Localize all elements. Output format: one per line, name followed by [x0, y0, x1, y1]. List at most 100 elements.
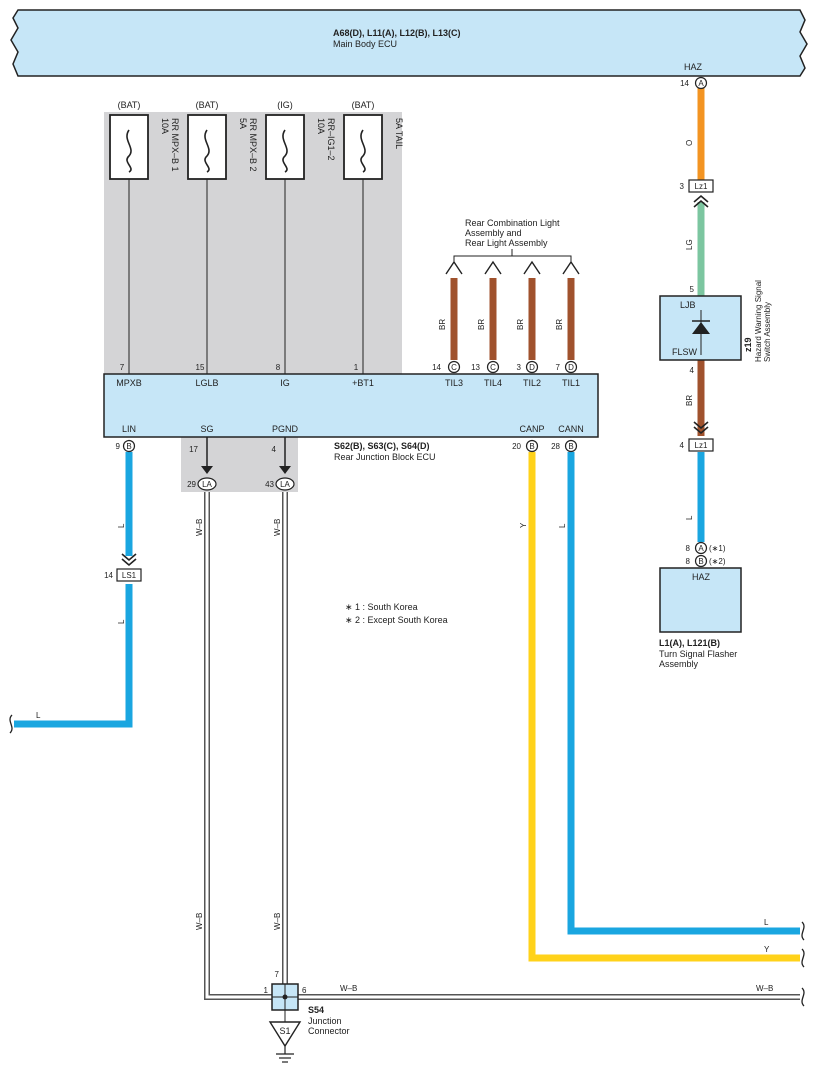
pin-number: 8 — [276, 363, 281, 372]
pin-name: IG — [280, 378, 290, 388]
pin-name: SG — [200, 424, 213, 434]
wire-color-label: O — [685, 140, 694, 146]
wire-color-label: W–B — [273, 519, 282, 536]
pin-number: 43 — [265, 480, 274, 489]
fuse-1: (BAT) 10A RR MPX–B 1 — [109, 100, 180, 180]
flasher-haz-label: HAZ — [692, 572, 711, 582]
wire-color-label: BR — [555, 319, 564, 330]
chevron-down-icon — [693, 421, 709, 435]
connector-letter: D — [529, 363, 535, 372]
pin-name: CANN — [558, 424, 584, 434]
break-icon — [9, 714, 13, 734]
fuse-4: (BAT) 5A TAIL — [343, 100, 404, 180]
pin-number: 7 — [275, 970, 280, 979]
connector-letter: B — [698, 557, 703, 566]
fuse-supply: (IG) — [277, 100, 293, 110]
pin-number: 7 — [556, 363, 561, 372]
pin-number: 29 — [187, 480, 196, 489]
connector-circle — [486, 360, 500, 374]
wire-color-label: BR — [516, 319, 525, 330]
wire-color-label: L — [764, 918, 769, 927]
connector-circle — [694, 76, 708, 90]
fuse-name: 5A TAIL — [394, 118, 404, 149]
turn-signal-flasher: 8 A (∗1) 8 B (∗2) HAZ L1(A), L121(B) Tur… — [659, 541, 742, 669]
rjb-box — [103, 373, 599, 438]
rear-junction-block-ecu: 7 MPXB 15 LGLB 8 IG 1 +BT1 14 C TIL3 13 … — [103, 360, 599, 438]
haz-terminal-label: HAZ — [684, 62, 703, 72]
connector-letter: B — [568, 442, 573, 451]
pin-number: 9 — [116, 442, 121, 451]
rjb-code: S62(B), S63(C), S64(D) — [334, 441, 430, 451]
wire-color-label: W–B — [340, 984, 357, 993]
pin-number: 4 — [680, 441, 685, 450]
fuse-body — [109, 114, 149, 180]
fuse-name: RR MPX–B 1 — [170, 118, 180, 172]
fuse-rating: 10A — [160, 118, 170, 134]
connector-label: Lz1 — [695, 182, 708, 191]
connector-box — [116, 568, 142, 582]
pin-name: LIN — [122, 424, 136, 434]
pin-number: 1 — [264, 986, 269, 995]
fuse-icon — [360, 129, 366, 173]
wire-color-label: Y — [764, 945, 770, 954]
note-line: ∗ 2 : Except South Korea — [345, 615, 448, 625]
rear-lights-line: Rear Combination Light — [465, 218, 560, 228]
break-icon — [801, 921, 805, 941]
switch-ljb-label: LJB — [680, 300, 696, 310]
pin-number: 5 — [690, 285, 695, 294]
haz-pin: 14 A — [680, 76, 708, 90]
rjb-bottom-connectors: 9 B 17 4 29 LA 43 LA 20 B 28 B S62(B), S… — [116, 437, 578, 491]
pin-name: TIL2 — [523, 378, 541, 388]
wire-color-label: L — [685, 515, 694, 520]
pin-name: LGLB — [195, 378, 218, 388]
hazard-switch-name: Hazard Warning Signal — [754, 280, 763, 362]
connector-circle — [694, 541, 708, 555]
arrow-up-icon — [523, 260, 541, 275]
wire-break-marks — [9, 714, 805, 1007]
pin-number: 13 — [471, 363, 480, 372]
connector-box — [688, 438, 714, 452]
br-wire-labels: BR BR BR BR — [438, 319, 564, 330]
arrow-down-icon — [201, 466, 213, 474]
pin-name: PGND — [272, 424, 299, 434]
ground-label: S1 — [279, 1026, 290, 1036]
connector-circle — [564, 439, 578, 453]
pin-name: TIL4 — [484, 378, 502, 388]
pin-number: 17 — [189, 445, 198, 454]
pin-number: 1 — [354, 363, 359, 372]
arrow-up-icon — [562, 260, 580, 275]
pin-note: (∗2) — [709, 557, 726, 566]
break-icon — [801, 987, 805, 1007]
connector-letter: D — [568, 363, 574, 372]
main-body-ecu-name: Main Body ECU — [333, 39, 397, 49]
pin-number: 14 — [680, 79, 689, 88]
connector-circle — [122, 439, 136, 453]
fuse-body — [187, 114, 227, 180]
pin-name: +BT1 — [352, 378, 374, 388]
pin-number: 28 — [551, 442, 560, 451]
connector-letter: A — [698, 79, 704, 88]
connector-ls1: 14 LS1 — [104, 553, 142, 582]
fuse-supply: (BAT) — [352, 100, 375, 110]
connector-letter: C — [490, 363, 496, 372]
connector-letter: LA — [280, 480, 290, 489]
connector-circle — [525, 439, 539, 453]
pin-number: 3 — [517, 363, 522, 372]
wire-color-label: L — [558, 523, 567, 528]
wire-color-label: L — [117, 619, 126, 624]
junction-code: S54 — [308, 1005, 324, 1015]
br-wires — [445, 260, 580, 360]
main-body-ecu-box — [10, 9, 808, 77]
fuse-2: (BAT) 5A RR MPX–B 2 — [187, 100, 258, 180]
wire-l-lin — [14, 452, 133, 728]
fuse-name: RR–IG1–2 — [326, 118, 336, 161]
connector-circle — [694, 554, 708, 568]
rjb-name: Rear Junction Block ECU — [334, 452, 436, 462]
fuse-wires — [128, 179, 364, 374]
fuse-supply: (BAT) — [118, 100, 141, 110]
flasher-name: Turn Signal Flasher — [659, 649, 737, 659]
main-body-ecu-code: A68(D), L11(A), L12(B), L13(C) — [333, 28, 461, 38]
pin-name: TIL1 — [562, 378, 580, 388]
fuse-icon — [126, 129, 132, 173]
